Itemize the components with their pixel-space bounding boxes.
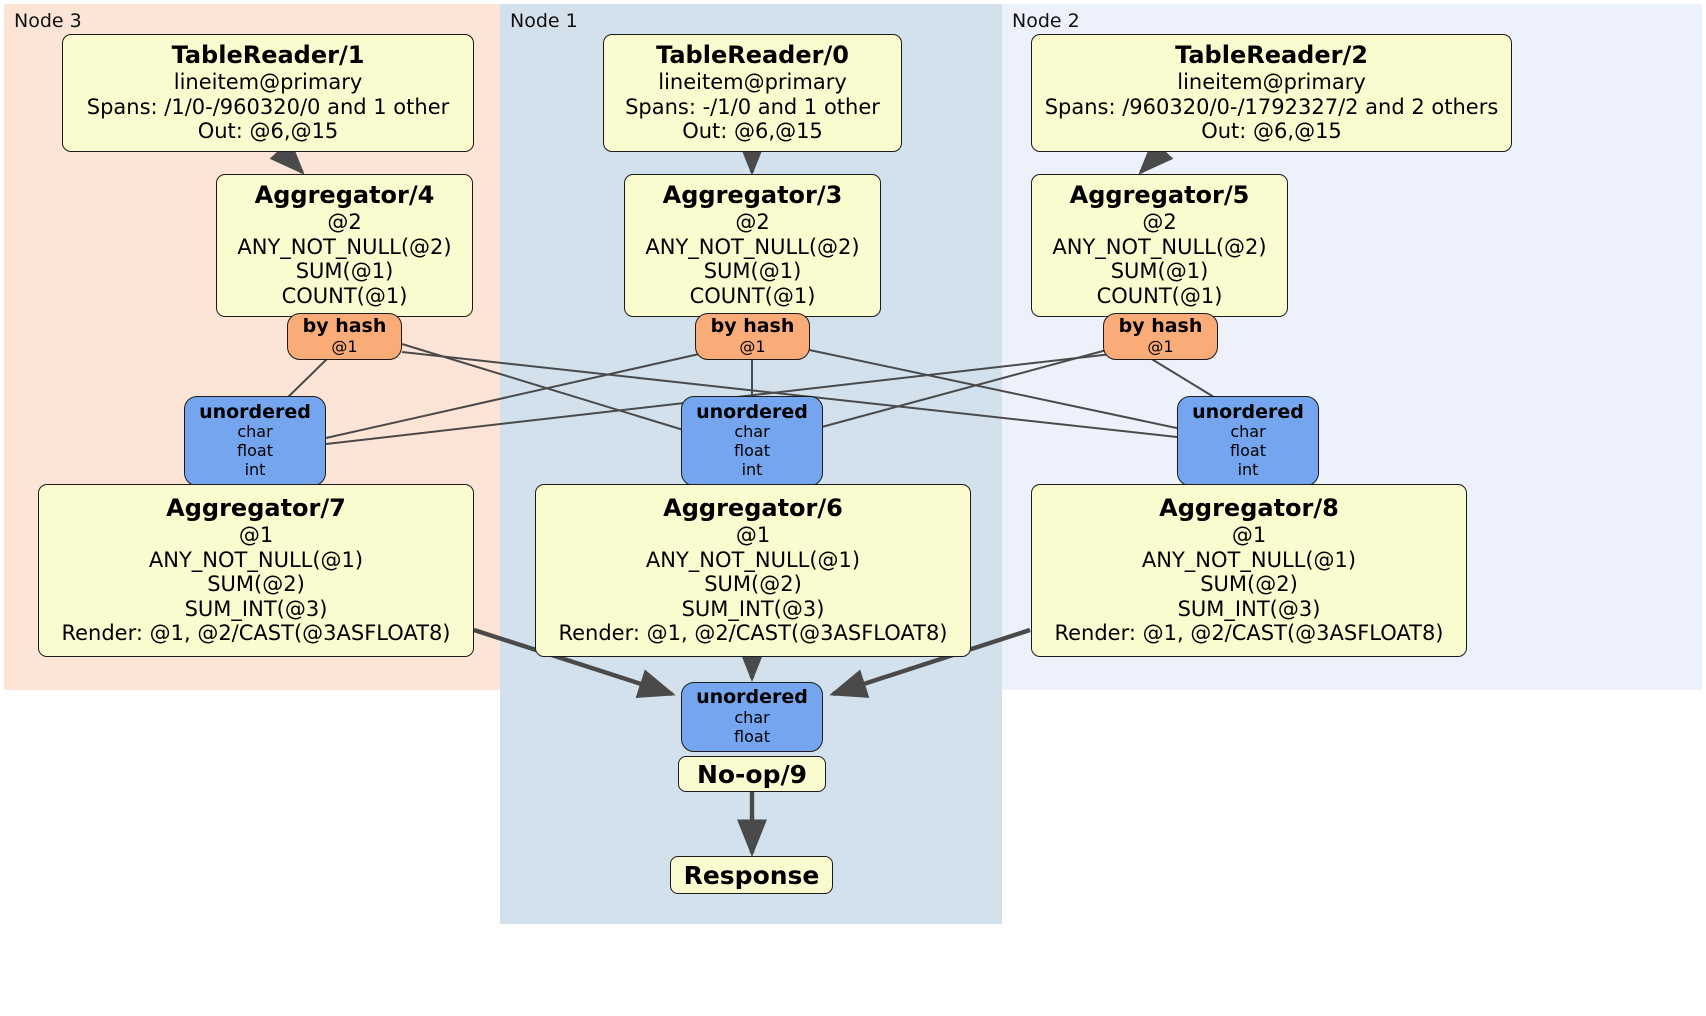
router-line: float — [734, 726, 770, 746]
processor-response[interactable]: Response — [670, 856, 833, 894]
processor-line: SUM(@1) — [703, 259, 802, 284]
processor-aggregator-3[interactable]: Aggregator/3 @2 ANY_NOT_NULL(@2) SUM(@1)… — [624, 174, 881, 317]
processor-title: Response — [683, 860, 820, 890]
processor-tablereader-2[interactable]: TableReader/2 lineitem@primary Spans: /9… — [1031, 34, 1512, 152]
processor-title: Aggregator/6 — [663, 494, 843, 523]
processor-line: Render: @1, @2/CAST(@3ASFLOAT8) — [1054, 621, 1444, 646]
output-router-by-hash-right[interactable]: by hash @1 — [1103, 313, 1218, 360]
processor-line: @1 — [1231, 523, 1267, 547]
router-line: char — [1230, 422, 1266, 442]
node-label-node3: Node 3 — [14, 10, 82, 32]
processor-line: ANY_NOT_NULL(@1) — [645, 547, 861, 572]
router-line: float — [237, 441, 273, 461]
processor-line: SUM_INT(@3) — [681, 596, 825, 621]
processor-title: Aggregator/7 — [166, 494, 346, 523]
router-line: @1 — [1147, 336, 1174, 356]
router-line: char — [734, 707, 770, 727]
router-title: unordered — [199, 401, 311, 424]
processor-line: ANY_NOT_NULL(@2) — [645, 234, 860, 259]
processor-line: Spans: /1/0-/960320/0 and 1 other — [86, 94, 450, 119]
processor-aggregator-5[interactable]: Aggregator/5 @2 ANY_NOT_NULL(@2) SUM(@1)… — [1031, 174, 1288, 317]
processor-line: SUM(@2) — [704, 572, 802, 597]
processor-line: COUNT(@1) — [689, 283, 816, 308]
processor-line: @1 — [238, 523, 274, 547]
router-title: unordered — [1192, 401, 1304, 424]
processor-line: ANY_NOT_NULL(@2) — [1052, 234, 1267, 259]
router-title: unordered — [696, 401, 808, 424]
router-line: int — [244, 460, 266, 480]
processor-line: SUM_INT(@3) — [184, 596, 328, 621]
processor-line: @2 — [327, 210, 362, 235]
processor-line: lineitem@primary — [658, 70, 847, 95]
processor-line: SUM(@1) — [1110, 259, 1209, 284]
processor-tablereader-0[interactable]: TableReader/0 lineitem@primary Spans: -/… — [603, 34, 902, 152]
processor-noop-9[interactable]: No-op/9 — [678, 756, 826, 792]
processor-aggregator-6[interactable]: Aggregator/6 @1 ANY_NOT_NULL(@1) SUM(@2)… — [535, 484, 971, 657]
router-line: int — [1237, 460, 1259, 480]
processor-line: Out: @6,@15 — [1201, 119, 1342, 144]
router-title: unordered — [696, 686, 808, 709]
processor-line: Out: @6,@15 — [682, 119, 823, 144]
router-title: by hash — [1118, 315, 1203, 338]
processor-line: lineitem@primary — [1177, 70, 1366, 95]
node-label-node1: Node 1 — [510, 10, 578, 32]
processor-line: lineitem@primary — [173, 70, 363, 95]
processor-title: Aggregator/4 — [254, 181, 435, 210]
processor-title: Aggregator/5 — [1069, 181, 1250, 210]
processor-line: COUNT(@1) — [1096, 283, 1223, 308]
router-line: @1 — [739, 336, 766, 356]
processor-line: SUM(@1) — [295, 259, 394, 284]
processor-aggregator-4[interactable]: Aggregator/4 @2 ANY_NOT_NULL(@2) SUM(@1)… — [216, 174, 473, 317]
router-title: by hash — [710, 315, 795, 338]
input-synchronizer-unordered-right[interactable]: unordered char float int — [1177, 396, 1319, 486]
processor-line: ANY_NOT_NULL(@2) — [237, 234, 452, 259]
processor-line: @1 — [735, 523, 771, 547]
processor-title: TableReader/2 — [1175, 41, 1368, 70]
processor-aggregator-7[interactable]: Aggregator/7 @1 ANY_NOT_NULL(@1) SUM(@2)… — [38, 484, 474, 657]
processor-title: No-op/9 — [696, 759, 808, 789]
router-line: float — [1230, 441, 1266, 461]
processor-title: TableReader/1 — [171, 41, 365, 70]
processor-line: SUM(@2) — [1200, 572, 1298, 597]
router-title: by hash — [302, 315, 387, 338]
processor-line: @2 — [1142, 210, 1177, 235]
processor-line: SUM(@2) — [207, 572, 305, 597]
input-synchronizer-unordered-middle[interactable]: unordered char float int — [681, 396, 823, 486]
router-line: int — [741, 460, 763, 480]
router-line: float — [734, 441, 770, 461]
processor-line: @2 — [735, 210, 770, 235]
output-router-by-hash-left[interactable]: by hash @1 — [287, 313, 402, 360]
processor-line: ANY_NOT_NULL(@1) — [148, 547, 364, 572]
processor-aggregator-8[interactable]: Aggregator/8 @1 ANY_NOT_NULL(@1) SUM(@2)… — [1031, 484, 1467, 657]
processor-tablereader-1[interactable]: TableReader/1 lineitem@primary Spans: /1… — [62, 34, 474, 152]
processor-line: COUNT(@1) — [281, 283, 408, 308]
processor-title: Aggregator/8 — [1159, 494, 1339, 523]
processor-line: Out: @6,@15 — [197, 119, 339, 144]
output-router-by-hash-middle[interactable]: by hash @1 — [695, 313, 810, 360]
node-label-node2: Node 2 — [1012, 10, 1080, 32]
processor-title: TableReader/0 — [656, 41, 849, 70]
processor-line: Spans: -/1/0 and 1 other — [625, 94, 880, 119]
router-line: char — [237, 422, 273, 442]
router-line: @1 — [331, 336, 358, 356]
input-synchronizer-unordered-final[interactable]: unordered char float — [681, 682, 823, 752]
processor-line: Render: @1, @2/CAST(@3ASFLOAT8) — [558, 621, 948, 646]
router-line: char — [734, 422, 770, 442]
processor-line: SUM_INT(@3) — [1177, 596, 1321, 621]
processor-line: Render: @1, @2/CAST(@3ASFLOAT8) — [61, 621, 451, 646]
input-synchronizer-unordered-left[interactable]: unordered char float int — [184, 396, 326, 486]
processor-line: ANY_NOT_NULL(@1) — [1141, 547, 1357, 572]
processor-line: Spans: /960320/0-/1792327/2 and 2 others — [1044, 94, 1499, 119]
processor-title: Aggregator/3 — [662, 181, 843, 210]
